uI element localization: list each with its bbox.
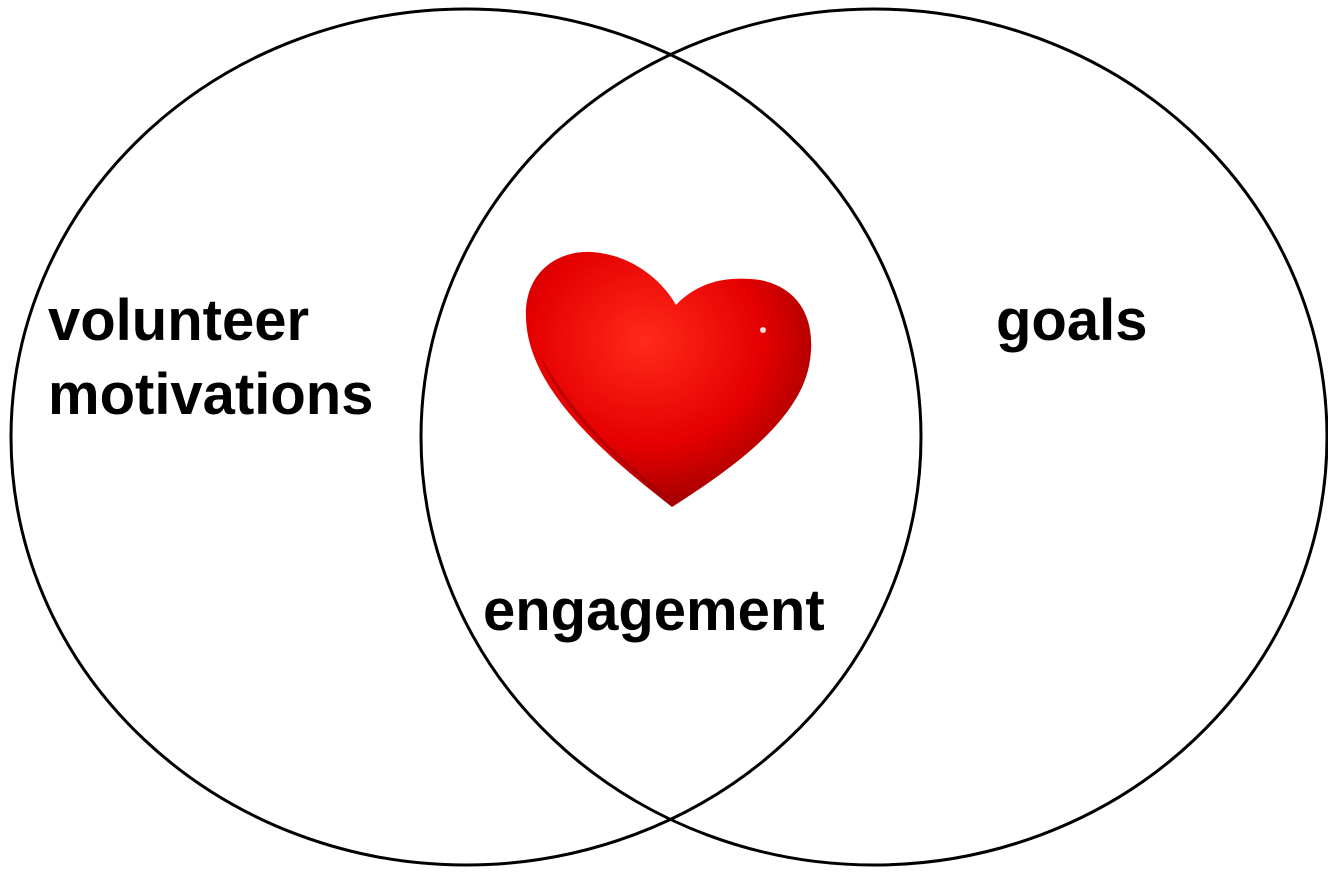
left-set-circle — [9, 7, 923, 867]
left-set-label-line-2: motivations — [48, 362, 374, 427]
right-set-label: goals — [996, 288, 1148, 353]
right-set-circle — [419, 7, 1328, 867]
left-set-label: volunteer motivations — [48, 284, 374, 432]
heart-icon — [525, 251, 812, 507]
left-set-label-line-1: volunteer — [48, 288, 310, 353]
intersection-label: engagement — [483, 578, 825, 643]
